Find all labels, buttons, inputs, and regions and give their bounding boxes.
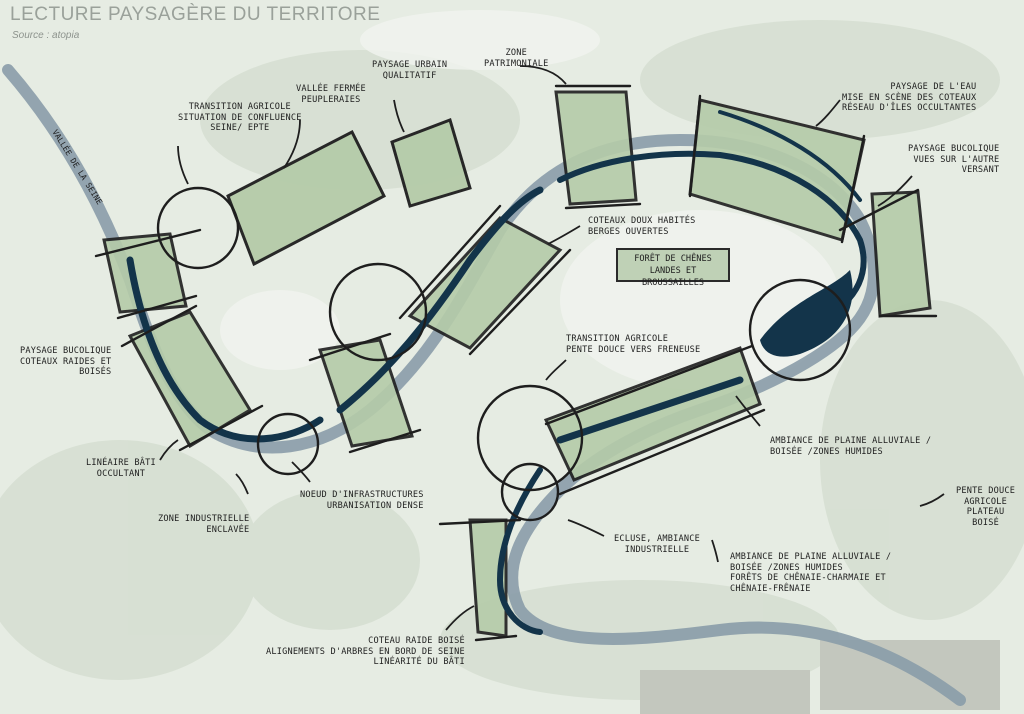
seine-river <box>126 110 867 635</box>
label-ambiance-plaine-2: AMBIANCE DE PLAINE ALLUVIALE / BOISÉE /Z… <box>730 552 892 594</box>
label-coteau-raide: COTEAU RAIDE BOISÉ ALIGNEMENTS D'ARBRES … <box>266 636 465 667</box>
label-coteaux-doux: COTEAUX DOUX HABITÉS BERGES OUVERTES <box>588 216 696 237</box>
label-zone-patrimoniale: ZONE PATRIMONIALE <box>484 48 549 69</box>
sketch-lines <box>94 84 938 642</box>
label-ecluse: ECLUSE, AMBIANCE INDUSTRIELLE <box>614 534 700 555</box>
urban-area <box>640 640 1000 714</box>
label-ambiance-plaine-1: AMBIANCE DE PLAINE ALLUVIALE / BOISÉE /Z… <box>770 436 932 457</box>
label-paysage-bucolique-coteaux: PAYSAGE BUCOLIQUE COTEAUX RAIDES ET BOIS… <box>20 346 112 377</box>
map-title: LECTURE PAYSAGÈRE DU TERRITORE <box>10 4 381 25</box>
annotation-arrows <box>159 65 945 631</box>
label-transition-agricole-freneuse: TRANSITION AGRICOLE PENTE DOUCE VERS FRE… <box>566 334 701 355</box>
label-vallee-fermee: VALLÉE FERMÉE PEUPLERAIES <box>296 84 366 105</box>
label-paysage-bucolique-vues: PAYSAGE BUCOLIQUE VUES SUR L'AUTRE VERSA… <box>908 144 1000 175</box>
map-source: Source : atopia <box>12 30 80 41</box>
label-zone-industrielle: ZONE INDUSTRIELLE ENCLAVÉE <box>158 514 250 535</box>
label-paysage-urbain: PAYSAGE URBAIN QUALITATIF <box>372 60 448 81</box>
label-pente-douce: PENTE DOUCE AGRICOLE PLATEAU BOISÉ <box>956 486 1016 528</box>
label-paysage-eau: PAYSAGE DE L'EAU MISE EN SCÈNE DES COTEA… <box>842 82 977 113</box>
label-foret-chenes-box: FORÊT DE CHÊNES LANDES ET BROUSSAILLES <box>616 248 730 288</box>
label-transition-agricole-confluence: TRANSITION AGRICOLE SITUATION DE CONFLUE… <box>178 102 302 133</box>
label-lineaire-bati: LINÉAIRE BÂTI OCCULTANT <box>86 458 156 479</box>
sketch-circles <box>156 186 852 522</box>
island-dark-zone <box>760 270 853 357</box>
label-noeud-infrastructures: NOEUD D'INFRASTRUCTURES URBANISATION DEN… <box>300 490 424 511</box>
